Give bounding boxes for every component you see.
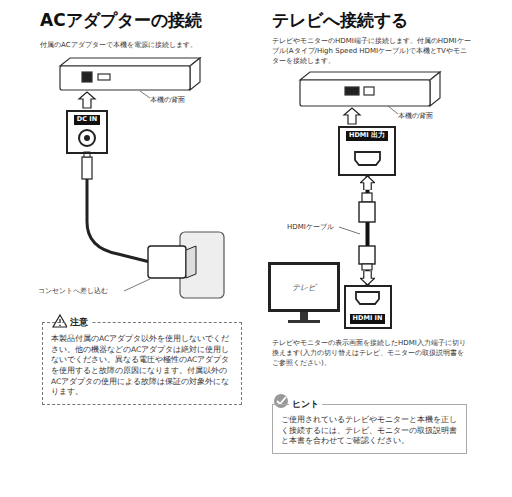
box-body: 本製品付属のACアダプタ以外を使用しないでください。他の機器などのACアダプタは…	[51, 334, 233, 398]
hollow-arrow	[79, 92, 95, 108]
box-label: テレビ	[292, 282, 316, 293]
box-heading: ヒント	[289, 398, 322, 410]
box-label: HDMI IN	[350, 314, 386, 324]
hint-box: ヒントご使用されているテレビやモニターと本機を正しく接続するには、テレビ、モニタ…	[272, 404, 467, 454]
text-label: コンセントへ差し込む	[38, 286, 108, 296]
hollow-arrow	[344, 108, 360, 124]
text-label: 本機の背面	[398, 111, 433, 121]
hdmi-plug	[359, 193, 375, 270]
caution-box: 注意本製品付属のACアダプタ以外を使用しないでください。他の機器などのACアダプ…	[42, 322, 242, 405]
device-back	[300, 72, 440, 106]
tv-stand	[288, 312, 320, 323]
caution-icon	[53, 315, 67, 327]
dc-port	[79, 130, 95, 146]
hdmi-port	[356, 292, 379, 304]
section-title: ACアダプターの接続	[40, 10, 202, 30]
text-label: テレビやモニターのHDMI端子に接続します。付属のHDMIケーブル(Aタイプ/H…	[272, 36, 472, 66]
hdmiin-box: HDMI IN	[344, 285, 392, 329]
ac-adapter-cable	[82, 152, 224, 298]
leader-line	[124, 279, 150, 291]
hdmi-port	[355, 152, 380, 165]
hdmiout-box: HDMI 出力	[338, 126, 396, 176]
text-label: HDMIケーブル	[287, 222, 334, 232]
section-title: テレビへ接続する	[272, 10, 408, 30]
box-heading: 注意	[67, 316, 91, 328]
tv-box: テレビ	[268, 262, 340, 312]
text-label: 付属のACアダプターで本機を電源に接続します。	[40, 40, 250, 50]
text-label: 本機の背面	[150, 95, 185, 105]
leader-line	[339, 227, 360, 234]
hint-icon	[274, 394, 288, 408]
leader-line	[388, 106, 398, 114]
port-box: DC IN	[66, 110, 108, 154]
box-body: ご使用されているテレビやモニターと本機を正しく接続するには、テレビ、モニターの取…	[281, 415, 458, 447]
box-label: DC IN	[74, 115, 100, 125]
leader-line	[140, 91, 150, 98]
device-back	[60, 58, 200, 90]
box-label: HDMI 出力	[346, 131, 388, 141]
text-label: テレビやモニターの表示画面を接続したHDMI入力端子に切り換えます(入力の切り替…	[272, 338, 467, 368]
